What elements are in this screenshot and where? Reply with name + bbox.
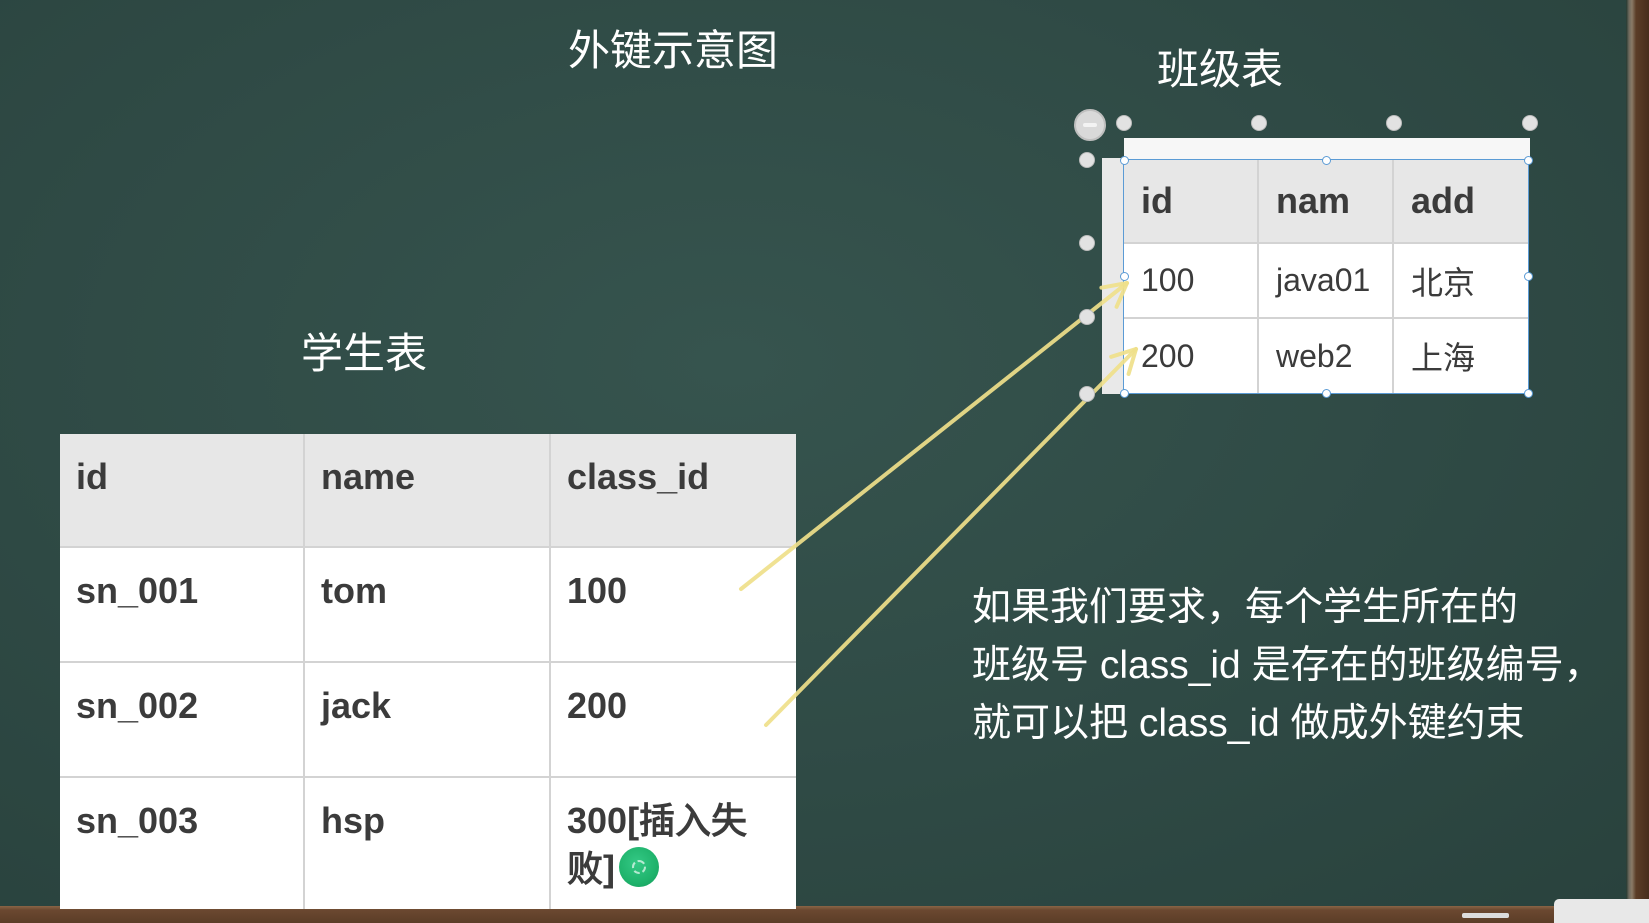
class-cell[interactable]: 上海 xyxy=(1394,319,1528,393)
rotate-handle-icon[interactable] xyxy=(1074,109,1106,141)
student-header-class-id[interactable]: class_id xyxy=(551,434,796,548)
table-handle-top-left[interactable] xyxy=(1119,155,1129,165)
resize-handle-left[interactable] xyxy=(1079,152,1095,168)
table-handle-top-right[interactable] xyxy=(1523,155,1533,165)
class-table-frame-top[interactable] xyxy=(1124,138,1530,160)
student-header-name[interactable]: name xyxy=(305,434,551,548)
student-table-caption[interactable]: 学生表 xyxy=(300,330,427,377)
board-frame-right xyxy=(1626,0,1649,923)
resize-handle-top[interactable] xyxy=(1386,115,1402,131)
student-table[interactable]: id name class_id sn_001 tom 100 sn_002 j… xyxy=(60,434,796,909)
resize-handle-left[interactable] xyxy=(1079,235,1095,251)
class-table-frame-left[interactable] xyxy=(1102,158,1124,394)
note-line: 班级号 class_id 是存在的班级编号， xyxy=(972,644,1603,687)
board-frame-bottom xyxy=(0,906,1649,923)
arrow-line[interactable] xyxy=(764,347,1138,727)
green-dot-icon xyxy=(619,847,659,887)
student-cell-failed-insert[interactable]: 300[插入失败] xyxy=(551,778,796,909)
class-header-name[interactable]: nam xyxy=(1259,160,1394,244)
resize-handle-bottom-left[interactable] xyxy=(1079,386,1095,402)
resize-handle-top-right[interactable] xyxy=(1522,115,1538,131)
student-cell[interactable]: sn_003 xyxy=(60,778,305,909)
table-handle-left[interactable] xyxy=(1119,271,1129,281)
arrowhead[interactable] xyxy=(1099,281,1129,309)
table-handle-bottom[interactable] xyxy=(1321,388,1331,398)
student-cell[interactable]: jack xyxy=(305,663,551,778)
class-cell[interactable]: 北京 xyxy=(1394,244,1528,319)
class-cell[interactable]: 200 xyxy=(1124,319,1259,393)
class-cell[interactable]: java01 xyxy=(1259,244,1394,319)
table-handle-top[interactable] xyxy=(1321,155,1331,165)
resize-handle-left[interactable] xyxy=(1079,309,1095,325)
student-cell[interactable]: 100 xyxy=(551,548,796,663)
rotate-handle-bar xyxy=(1083,123,1097,127)
student-cell[interactable]: sn_002 xyxy=(60,663,305,778)
note-line: 如果我们要求，每个学生所在的 xyxy=(972,586,1519,629)
student-cell[interactable]: tom xyxy=(305,548,551,663)
student-header-id[interactable]: id xyxy=(60,434,305,548)
class-header-address[interactable]: add xyxy=(1394,160,1528,244)
class-header-id[interactable]: id xyxy=(1124,160,1259,244)
student-cell[interactable]: 200 xyxy=(551,663,796,778)
arrow-line[interactable] xyxy=(739,281,1129,591)
green-dot-icon-inner xyxy=(632,860,646,874)
student-cell[interactable]: hsp xyxy=(305,778,551,909)
class-cell[interactable]: web2 xyxy=(1259,319,1394,393)
class-table[interactable]: id nam add 100 java01 北京 200 web2 上海 xyxy=(1124,160,1528,393)
table-handle-right[interactable] xyxy=(1523,271,1533,281)
arrowhead[interactable] xyxy=(1109,347,1138,376)
resize-handle-top-left[interactable] xyxy=(1116,115,1132,131)
arrow-class-200[interactable] xyxy=(764,347,1138,727)
chalk-tray-block xyxy=(1554,899,1649,923)
resize-handle-top[interactable] xyxy=(1251,115,1267,131)
note-line: 就可以把 class_id 做成外键约束 xyxy=(972,702,1525,745)
table-handle-bottom-left[interactable] xyxy=(1119,388,1129,398)
class-table-caption[interactable]: 班级表 xyxy=(1156,46,1283,93)
table-handle-bottom-right[interactable] xyxy=(1523,388,1533,398)
student-cell[interactable]: sn_001 xyxy=(60,548,305,663)
chalk-piece xyxy=(1462,913,1509,918)
slide-title[interactable]: 外键示意图 xyxy=(567,27,778,74)
foreign-key-note[interactable]: 如果我们要求，每个学生所在的 班级号 class_id 是存在的班级编号， 就可… xyxy=(972,579,1603,753)
class-cell[interactable]: 100 xyxy=(1124,244,1259,319)
arrow-class-100[interactable] xyxy=(739,281,1129,591)
